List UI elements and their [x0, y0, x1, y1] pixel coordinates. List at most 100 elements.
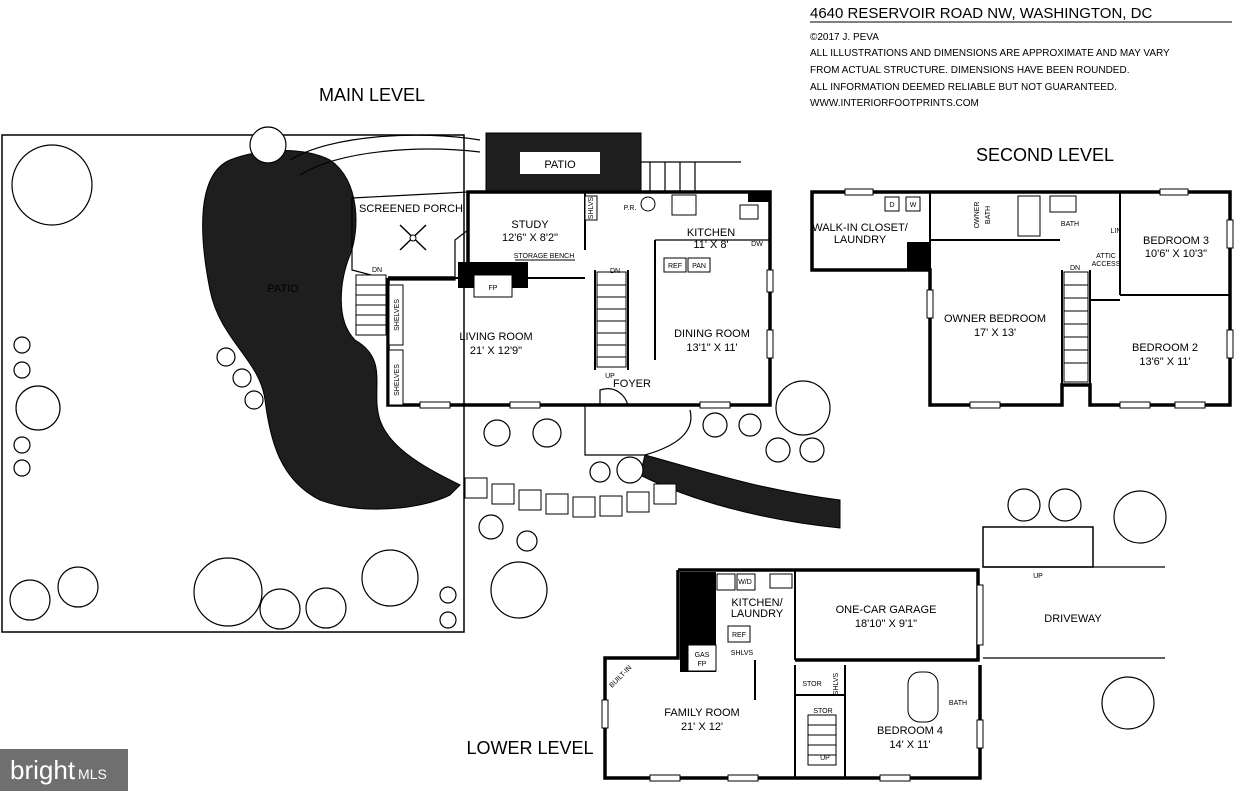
- bedroom3-dim: 10'6" X 10'3": [1145, 248, 1207, 260]
- lower-ref-label: REF: [732, 632, 746, 639]
- foyer-label: FOYER: [613, 378, 651, 390]
- second-level-windows: [844, 188, 1234, 409]
- gas-fp-label: FP: [698, 661, 707, 668]
- stairs-dn-label: DN: [610, 268, 620, 275]
- walkway-arc-inner: [299, 148, 481, 176]
- living-room-label: LIVING ROOM: [459, 331, 532, 343]
- bedroom2-label: BEDROOM 2: [1132, 342, 1198, 354]
- second-dn-label: DN: [1070, 265, 1080, 272]
- living-fireplace-hearth: [473, 274, 513, 298]
- stone-walk: [639, 454, 841, 529]
- exterior-up-label: UP: [1033, 573, 1043, 580]
- bedroom3-label: BEDROOM 3: [1143, 235, 1209, 247]
- dw-label: DW: [751, 241, 763, 248]
- main-ref-box: [663, 257, 687, 273]
- lower-sink: [769, 573, 793, 589]
- hall-bath-tub: [1049, 195, 1077, 213]
- exterior-stairwell: [982, 526, 1094, 568]
- shelves-label-1: SHELVES: [394, 299, 401, 331]
- owner-label: OWNER: [974, 202, 981, 229]
- washer-box: [905, 196, 921, 212]
- pr-label: P.R.: [624, 205, 637, 212]
- main-level-walls: [386, 190, 772, 407]
- second-level-title: SECOND LEVEL: [976, 145, 1114, 165]
- main-stairs: [596, 271, 627, 368]
- gas-fp-box: [687, 644, 717, 672]
- front-door-swing: [599, 388, 629, 406]
- family-room-dim: 21' X 12': [681, 721, 723, 733]
- pr-toilet-icon: [640, 196, 656, 212]
- trees: [9, 126, 1167, 730]
- kitchen-label: KITCHEN: [687, 227, 735, 239]
- walk-in-closet-label: WALK-IN CLOSET/: [812, 222, 908, 234]
- pantry-box: [687, 257, 711, 273]
- laundry-label-2: LAUNDRY: [834, 234, 887, 246]
- driveway-label: DRIVEWAY: [1044, 613, 1102, 625]
- hall-bath-label: BATH: [1061, 221, 1079, 228]
- wd-box: [716, 573, 736, 591]
- top-patio-label: PATIO: [544, 159, 576, 171]
- lower-ref-box: [727, 625, 751, 643]
- lower-level-windows: [601, 584, 984, 782]
- lower-bathtub: [907, 671, 939, 723]
- pantry-label: PAN: [692, 263, 706, 270]
- watermark-suffix: MLS: [78, 766, 107, 782]
- yard-outline: [1, 134, 465, 633]
- linen-label: LIN: [1111, 228, 1122, 235]
- disclaimer-line-3: ALL INFORMATION DEEMED RELIABLE BUT NOT …: [810, 82, 1117, 93]
- second-chimney: [907, 242, 929, 270]
- disclaimer-line-1: ALL ILLUSTRATIONS AND DIMENSIONS ARE APP…: [810, 48, 1170, 59]
- dining-room-dim: 13'1" X 11': [686, 342, 737, 354]
- stone-patio: [202, 150, 461, 510]
- stepping-stones: [464, 477, 677, 518]
- owner-bedroom-dim: 17' X 13': [974, 327, 1016, 339]
- lower-shlvs-label-1: SHLVS: [731, 650, 754, 657]
- kitchen-dim: 11' X 8': [693, 239, 728, 251]
- study-dim: 12'6" X 8'2": [502, 232, 558, 244]
- kitchen-sink: [739, 204, 759, 220]
- ceiling-fan-icon: [399, 224, 427, 251]
- foyer-up-label: UP: [605, 373, 615, 380]
- second-stairs: [1063, 271, 1089, 383]
- website-text: WWW.INTERIORFOOTPRINTS.COM: [810, 98, 979, 109]
- dryer-label: D: [889, 202, 894, 209]
- kitchen-corner-block: [748, 192, 770, 202]
- porch-dn-label: DN: [372, 267, 382, 274]
- copyright-text: ©2017 J. PEVA: [810, 32, 879, 43]
- lower-bath-label: BATH: [949, 700, 967, 707]
- built-in-label: BUILT-IN: [608, 664, 633, 689]
- lower-laundry-label: LAUNDRY: [731, 608, 784, 620]
- garage-dim: 18'10" X 9'1": [855, 618, 917, 630]
- front-stoop: [584, 405, 692, 456]
- water-heater-icon: [686, 575, 706, 595]
- study-shelves: [584, 195, 598, 221]
- west-shelves-2: [388, 349, 404, 406]
- owner-bedroom-label: OWNER BEDROOM: [944, 313, 1046, 325]
- wd-label: W/D: [738, 579, 752, 586]
- exterior-steps: [641, 161, 741, 192]
- access-label: ACCESS: [1092, 261, 1121, 268]
- study-shelves-label: SHLVS: [588, 196, 595, 219]
- address-title: 4640 RESERVOIR ROAD NW, WASHINGTON, DC: [810, 5, 1152, 22]
- stor-label-1: STOR: [802, 681, 821, 688]
- lower-up-label: UP: [820, 755, 830, 762]
- gas-label: GAS: [695, 652, 710, 659]
- bedroom4-label: BEDROOM 4: [877, 725, 943, 737]
- lower-stairs: [807, 714, 837, 766]
- washer-label: W: [910, 202, 917, 209]
- porch-stairs: [355, 274, 387, 336]
- main-level-windows: [419, 269, 774, 409]
- study-label: STUDY: [511, 219, 549, 231]
- owner-bath-shower: [1017, 195, 1041, 237]
- lower-stove: [736, 573, 756, 591]
- storage-bench-label: STORAGE BENCH: [514, 253, 575, 260]
- owner-bath-label: BATH: [985, 206, 992, 224]
- side-patio-label: PATIO: [267, 283, 299, 295]
- shelves-label-2: SHELVES: [394, 364, 401, 396]
- lower-level-title: LOWER LEVEL: [466, 738, 593, 758]
- lower-shlvs-label-2: SHLVS: [833, 672, 840, 695]
- dining-room-label: DINING ROOM: [674, 328, 750, 340]
- bedroom4-dim: 14' X 11': [889, 739, 930, 751]
